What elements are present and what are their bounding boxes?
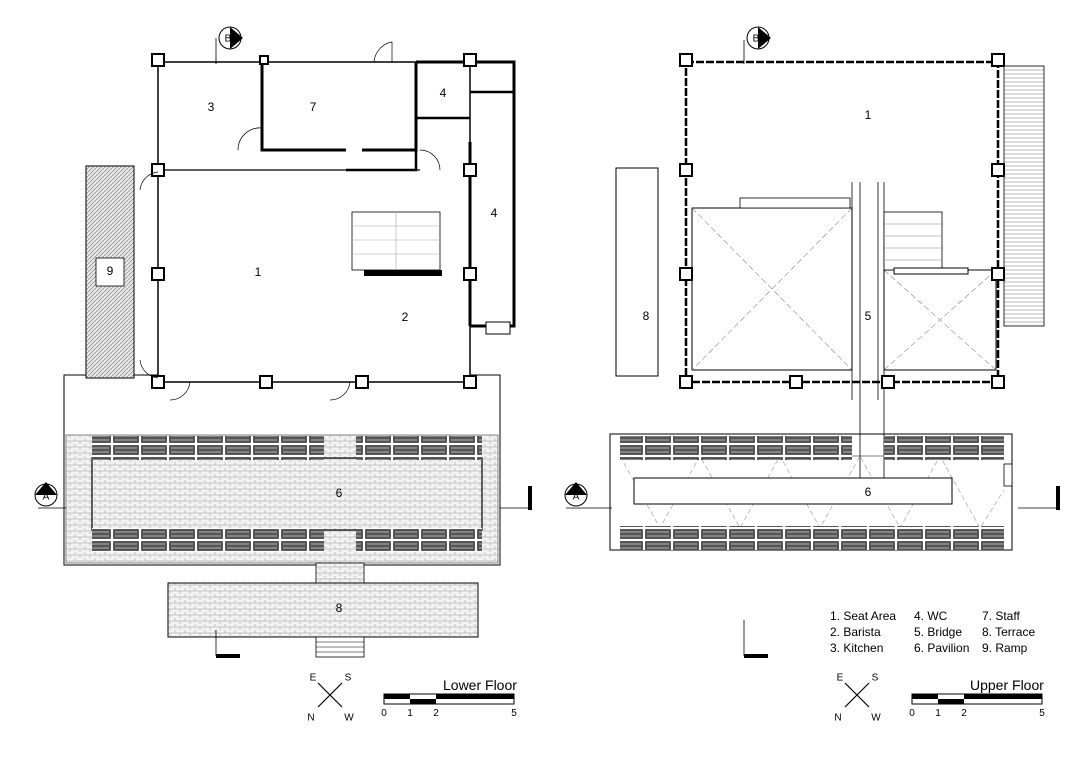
room-label: 4 [440,86,447,100]
room-label: 2 [402,310,409,324]
legend-item: 2. Barista [830,625,881,639]
marker-label: B [753,34,760,45]
legend-item: 5. Bridge [914,625,962,639]
scale-bar-upper: Upper Floor 0 1 2 5 [909,677,1045,719]
compass-label: E [310,673,317,684]
upper-floor-plan [566,40,1060,658]
scale-title: Lower Floor [443,677,517,693]
section-marker-b-upper: B [746,26,771,50]
room-label: 3 [208,100,215,114]
scale-tick: 1 [935,708,941,719]
marker-label: A [43,492,50,503]
compass-label: N [834,713,841,724]
room-label: 8 [336,601,343,615]
scale-tick: 0 [381,708,387,719]
compass-lower: E S N W [307,673,354,724]
scale-tick: 1 [407,708,413,719]
legend-item: 8. Terrace [982,625,1035,639]
room-label: 5 [865,309,872,323]
section-marker-a-lower: A [34,482,58,507]
marker-label: A [573,492,580,503]
room-label: 4 [491,206,498,220]
legend-item: 1. Seat Area [830,609,896,623]
scale-tick: 5 [1039,708,1045,719]
room-label: 6 [865,485,872,499]
scale-tick: 5 [511,708,517,719]
scale-tick: 2 [433,708,439,719]
room-label: 1 [865,108,872,122]
room-label: 7 [310,100,317,114]
legend-item: 3. Kitchen [830,641,883,655]
scale-title: Upper Floor [970,677,1044,693]
compass-label: E [837,673,844,684]
room-label: 6 [336,486,343,500]
legend-item: 7. Staff [982,609,1020,623]
scale-tick: 2 [961,708,967,719]
room-label: 1 [255,265,262,279]
legend-item: 9. Ramp [982,641,1028,655]
marker-label: B [225,34,232,45]
compass-upper: E S N W [834,673,881,724]
compass-label: W [344,713,354,724]
room-label: 9 [107,264,114,278]
scale-tick: 0 [909,708,915,719]
legend-item: 4. WC [914,609,948,623]
section-marker-b-lower: B [218,26,243,50]
section-marker-a-upper: A [564,482,588,507]
legend-item: 6. Pavilion [914,641,969,655]
compass-label: N [307,713,314,724]
compass-label: S [872,673,879,684]
scale-bar-lower: Lower Floor 0 1 2 5 [381,677,517,719]
legend: 1. Seat Area 2. Barista 3. Kitchen 4. WC… [830,609,1035,655]
compass-label: S [345,673,352,684]
room-label: 8 [643,309,650,323]
compass-label: W [871,713,881,724]
lower-floor-plan [38,38,532,658]
